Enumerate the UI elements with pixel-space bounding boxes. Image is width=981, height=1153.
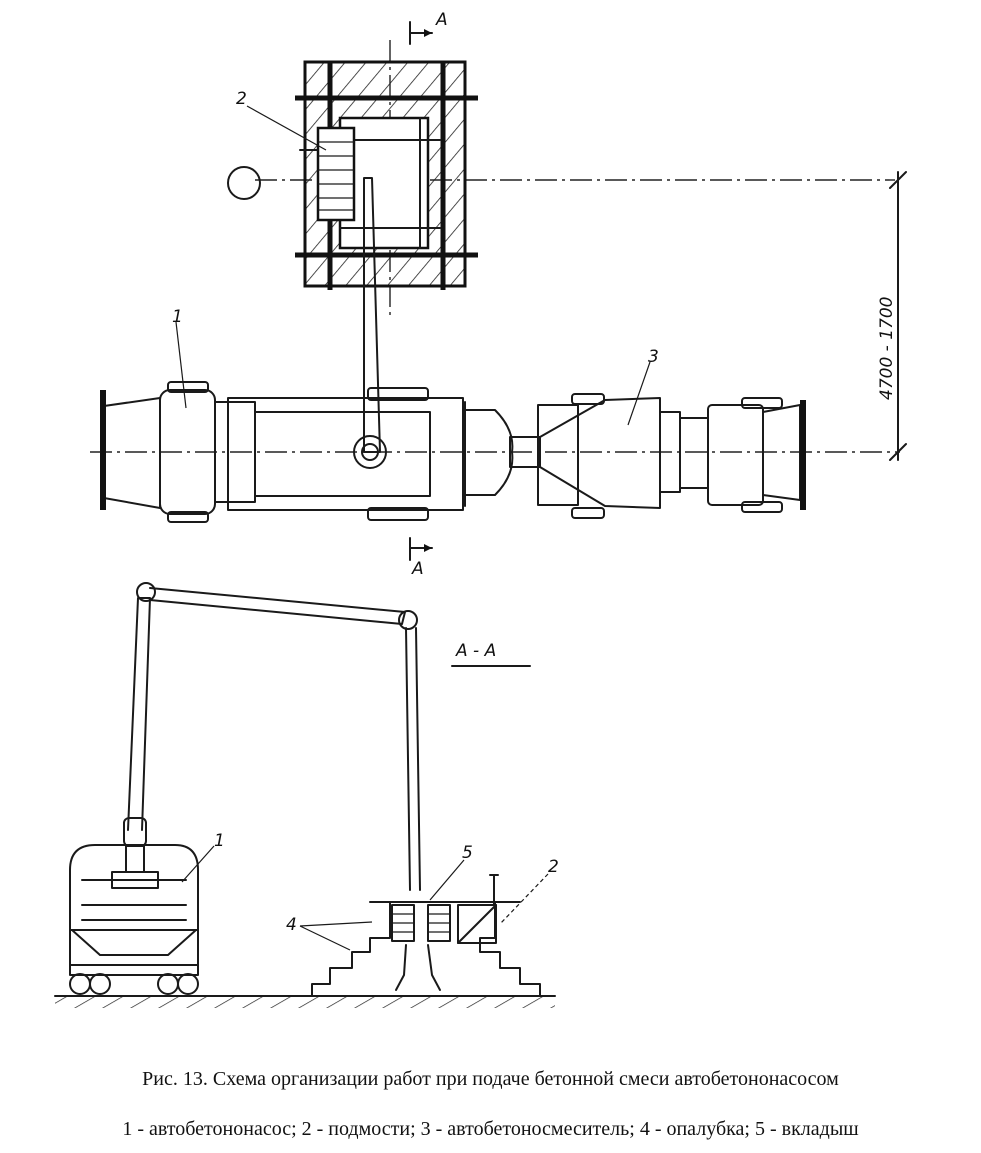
label-2-plan: 2 xyxy=(236,89,247,109)
leader-4a-section xyxy=(299,921,373,927)
section-mark-top-letter: A xyxy=(435,10,448,30)
plan-view: A A xyxy=(90,10,907,579)
label-2-section: 2 xyxy=(548,857,559,877)
section-mark-bottom-letter: A xyxy=(411,559,424,579)
section-mark-top: A xyxy=(409,10,448,45)
leader-1-section xyxy=(181,845,215,883)
leader-2-section xyxy=(499,873,549,925)
leader-3-plan xyxy=(627,361,651,426)
label-5-section: 5 xyxy=(462,843,473,863)
formwork-section xyxy=(311,874,541,997)
leader-5-section xyxy=(429,859,465,901)
concrete-pump-truck-plan xyxy=(100,381,514,523)
leader-1-plan xyxy=(175,321,187,409)
scaffold-plan xyxy=(316,126,356,222)
dimension-text: 4700 - 1700 xyxy=(877,297,897,400)
section-title: A - A xyxy=(455,641,496,661)
boom-section xyxy=(127,582,421,891)
concrete-pump-truck-section xyxy=(69,817,199,995)
label-1-plan: 1 xyxy=(172,307,183,327)
label-4-section: 4 xyxy=(286,915,297,935)
section-mark-bottom: A xyxy=(409,537,433,579)
leader-2-plan xyxy=(246,105,327,151)
label-3-plan: 3 xyxy=(648,347,659,367)
formwork-block-plan xyxy=(295,60,478,290)
section-view: A - A xyxy=(54,582,559,1008)
leader-4b-section xyxy=(299,925,351,951)
ground-hatch xyxy=(55,996,555,1008)
label-1-section: 1 xyxy=(214,831,225,851)
figure-caption-legend: 1 - автобетононасос; 2 - подмости; 3 - а… xyxy=(122,1118,859,1140)
boom-plan xyxy=(353,177,387,469)
axis-marker-circle xyxy=(227,166,261,200)
figure-caption-title: Рис. 13. Схема организации работ при под… xyxy=(142,1068,839,1090)
dimension-line: 4700 - 1700 xyxy=(877,171,907,461)
truck-mixer-plan xyxy=(537,393,806,519)
